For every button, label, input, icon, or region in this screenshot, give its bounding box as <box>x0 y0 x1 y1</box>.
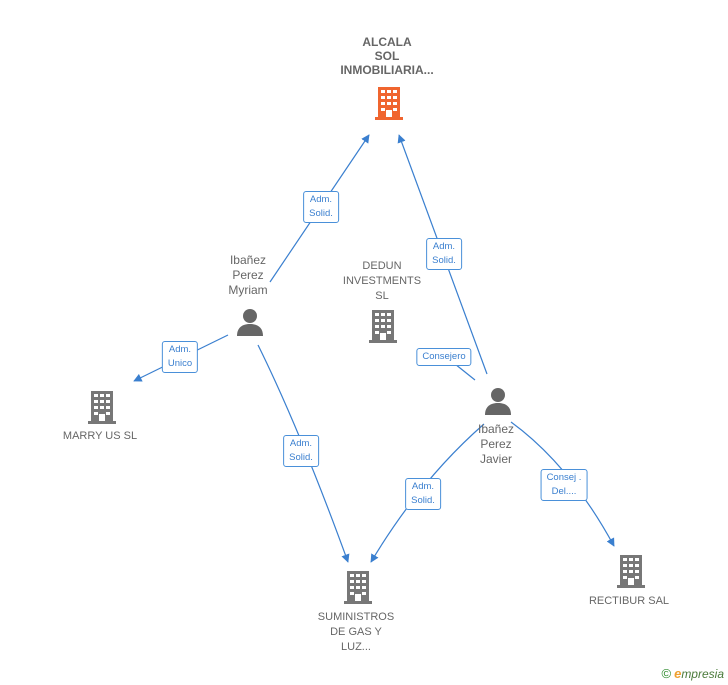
edge-label-myriam-suministros[interactable]: Adm. Solid. <box>283 435 319 467</box>
edge-label-javier-alcala[interactable]: Adm. Solid. <box>426 238 462 270</box>
edge-javier-dedun <box>454 363 476 381</box>
edge-label-javier-dedun[interactable]: Consejero <box>416 348 472 366</box>
rectibur-building-icon[interactable] <box>615 554 647 588</box>
rectibur-label[interactable]: RECTIBUR SAL <box>588 595 670 607</box>
suministros-building-icon[interactable] <box>342 570 374 604</box>
dedun-building-icon[interactable] <box>367 309 399 343</box>
copyright-symbol: © <box>661 666 672 681</box>
javier-label[interactable]: Ibañez Perez Javier <box>477 422 515 466</box>
alcala-building-icon[interactable] <box>373 86 405 120</box>
edge-label-javier-rectibur[interactable]: Consej . Del.... <box>540 469 588 501</box>
marry-building-icon[interactable] <box>86 390 118 424</box>
edge-label-myriam-marry[interactable]: Adm. Unico <box>161 341 199 373</box>
edge-label-myriam-alcala[interactable]: Adm. Solid. <box>303 191 339 223</box>
brand-name: mpresia <box>681 667 724 681</box>
marry-label[interactable]: MARRY US SL <box>62 430 138 442</box>
alcala-label[interactable]: ALCALA SOL INMOBILIARIA... <box>340 35 434 77</box>
suministros-label[interactable]: SUMINISTROS DE GAS Y LUZ... <box>317 611 395 653</box>
myriam-person-icon[interactable] <box>235 307 265 337</box>
edge-label-javier-suministros[interactable]: Adm. Solid. <box>405 478 441 510</box>
dedun-label[interactable]: DEDUN INVESTMENTS SL <box>342 260 422 302</box>
javier-person-icon[interactable] <box>483 386 513 416</box>
myriam-label[interactable]: Ibañez Perez Myriam <box>228 253 268 297</box>
empresia-brand: © empresia <box>661 666 724 681</box>
brand-initial: e <box>674 666 682 681</box>
